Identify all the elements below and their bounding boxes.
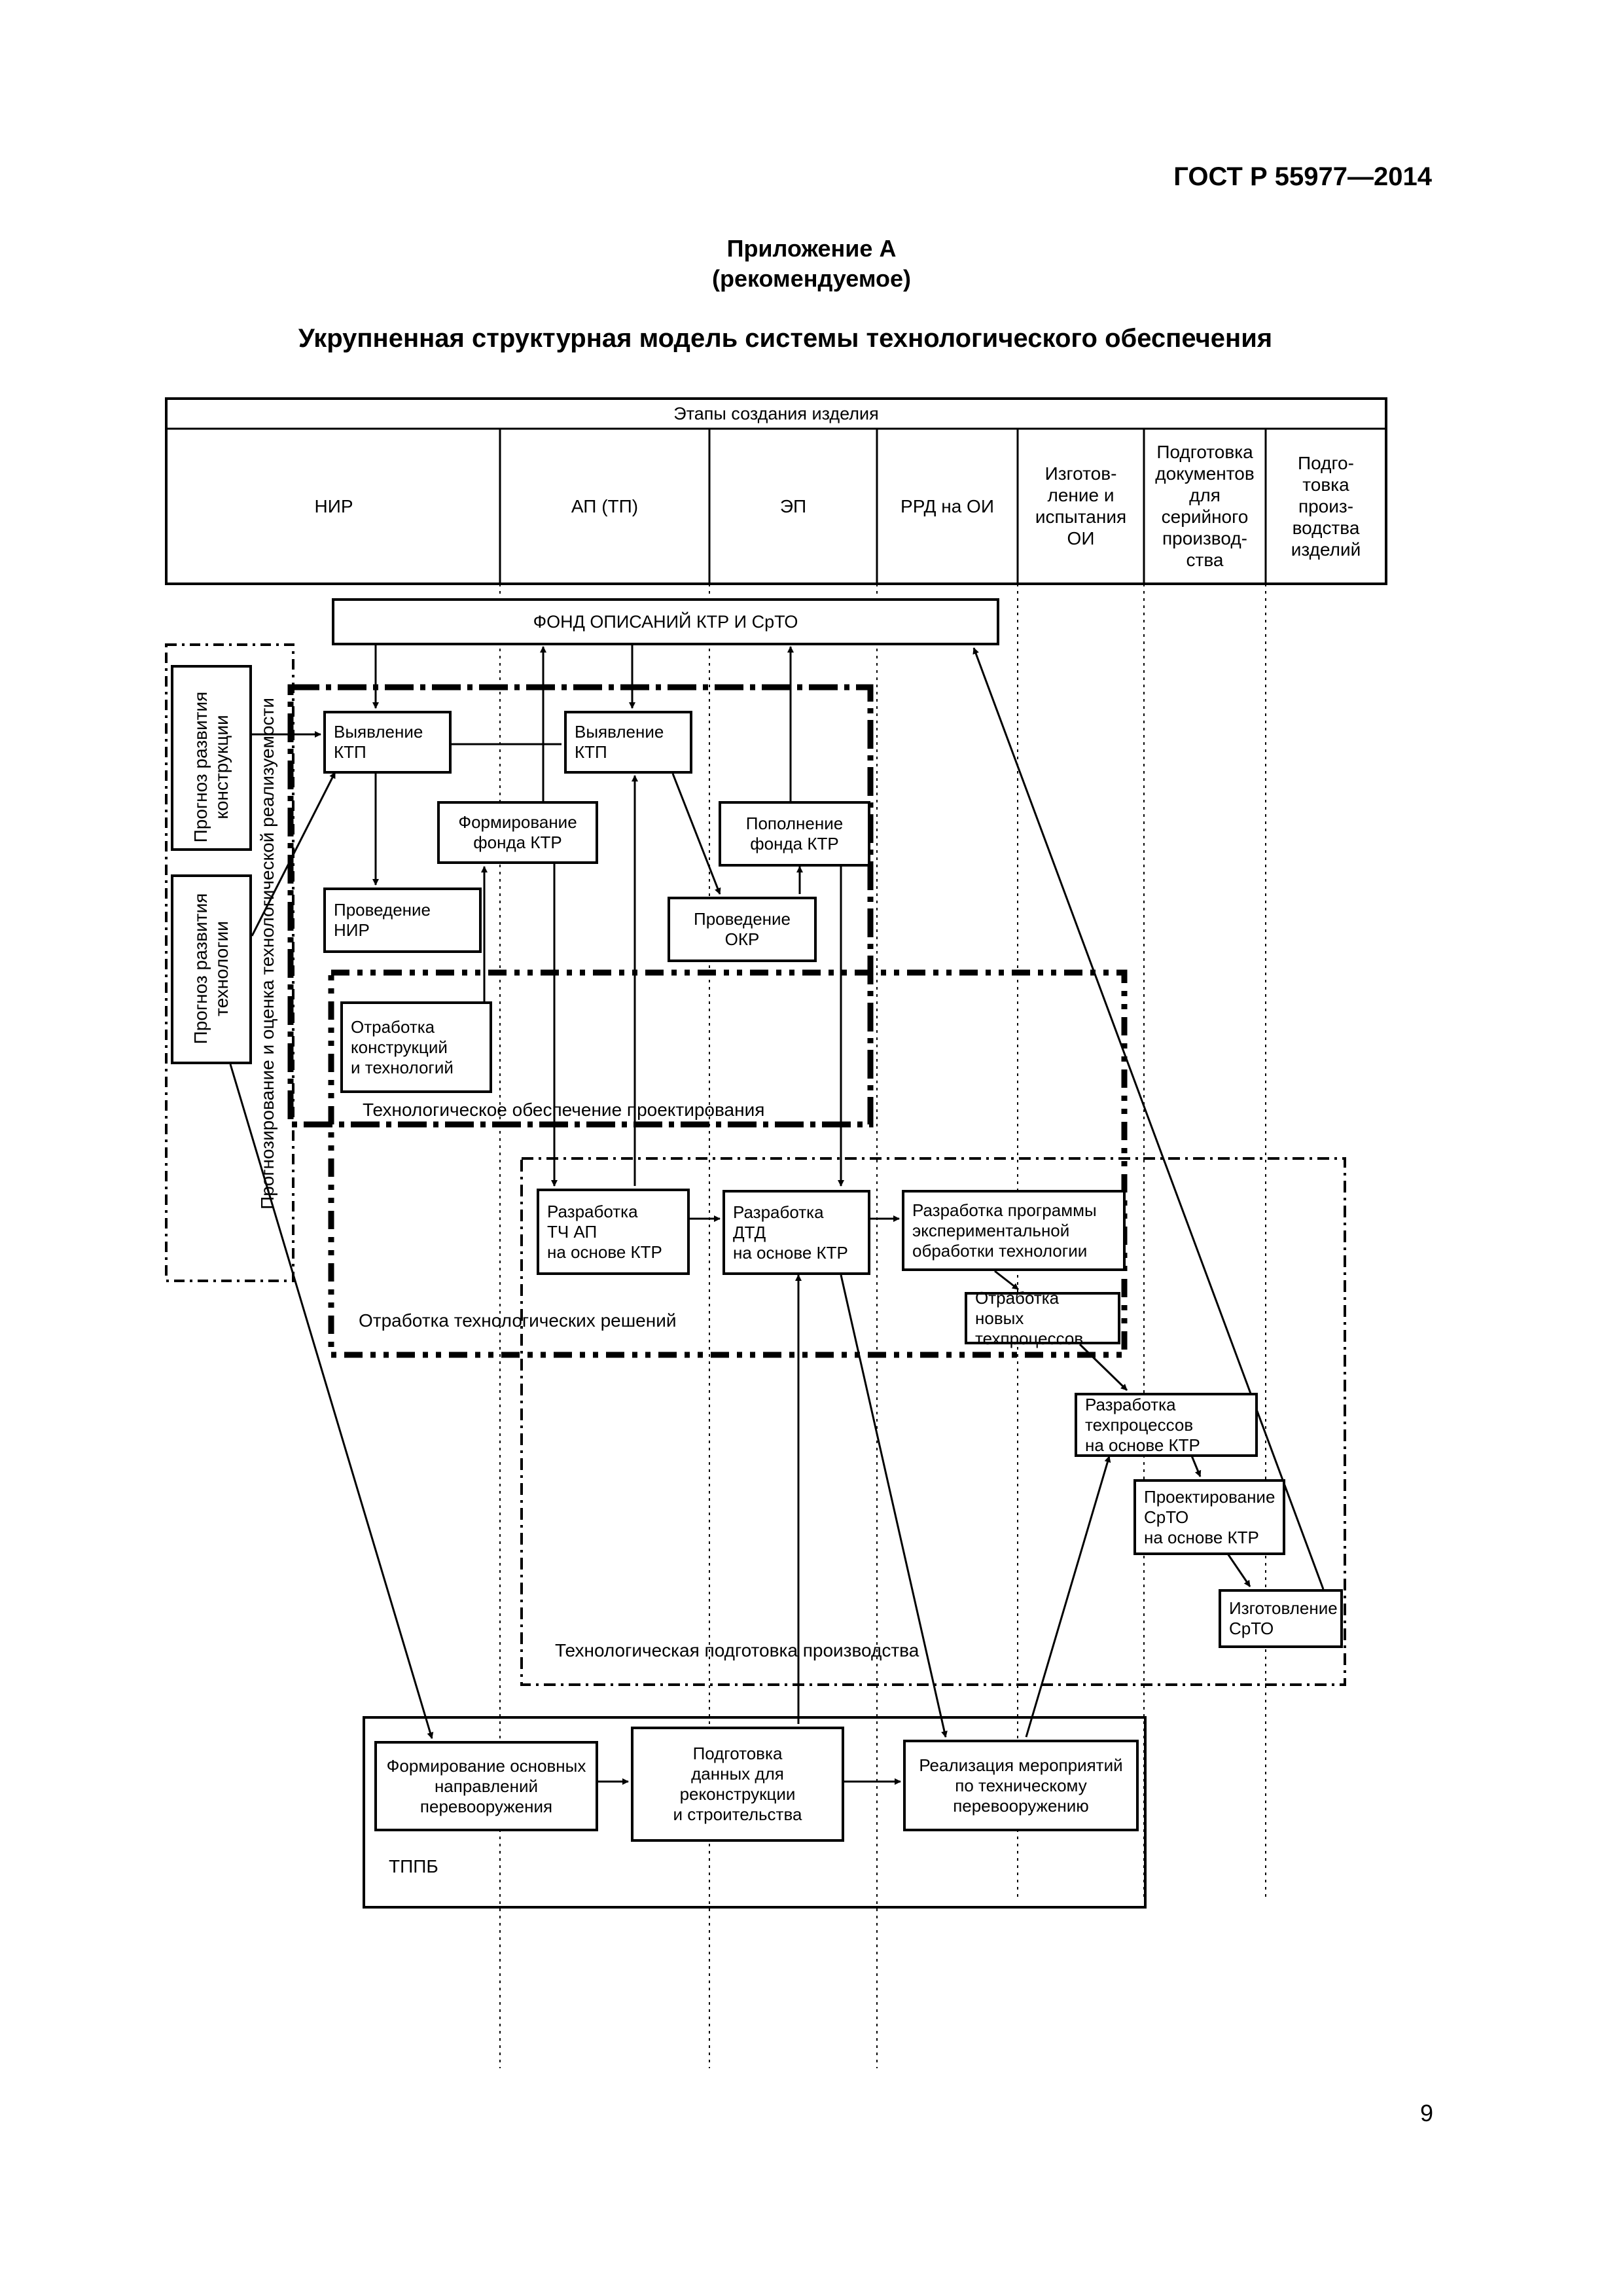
razr-prog-box: Разработка программы экспериментальной о… bbox=[902, 1190, 1126, 1271]
otrabotka-konstr-box: Отработка конструкций и технологий bbox=[340, 1001, 492, 1093]
page-number: 9 bbox=[1419, 2100, 1433, 2126]
podg-dannyh-box: Подготовка данных для реконструкции и ст… bbox=[631, 1727, 844, 1842]
region-tech-design-border bbox=[287, 684, 874, 1128]
form-napr-box: Формирование основных направлений перево… bbox=[374, 1741, 598, 1831]
proekt-srto-box: Проектирование СрТО на основе КТР bbox=[1133, 1479, 1285, 1555]
stage-nir: НИР bbox=[314, 495, 353, 516]
forecast-design-label: Прогноз развития конструкции bbox=[190, 691, 232, 843]
region-tppb-border bbox=[363, 1716, 1147, 1909]
forecast-design-box bbox=[171, 665, 252, 851]
standard-number: ГОСТ Р 55977—2014 bbox=[1173, 162, 1432, 191]
popoln-fond-box: Пополнение фонда КТР bbox=[719, 801, 870, 867]
realizaciya-box: Реализация мероприятий по техническому п… bbox=[903, 1740, 1139, 1831]
izgot-srto-box: Изготовление СрТО bbox=[1219, 1589, 1343, 1648]
razr-dtd-box: Разработка ДТД на основе КТР bbox=[722, 1190, 870, 1275]
forecast-tech-box bbox=[171, 874, 252, 1064]
region-forecast-border bbox=[165, 643, 294, 1282]
region-tech-prep-border bbox=[520, 1157, 1346, 1686]
page-title: Укрупненная структурная модель системы т… bbox=[298, 324, 1273, 353]
region-tech-design-label: Технологическое обеспечение проектирован… bbox=[363, 1100, 765, 1120]
razr-tch-box: Разработка ТЧ АП на основе КТР bbox=[537, 1189, 690, 1275]
provedenie-nir-box: Проведение НИР bbox=[323, 888, 482, 953]
stage-podgotovka-docs: Подготовка документов для серийного прои… bbox=[1155, 442, 1255, 570]
stage-ap-tp: АП (ТП) bbox=[571, 495, 639, 516]
fond-box: ФОНД ОПИСАНИЙ КТР И СрТО bbox=[332, 598, 999, 645]
stage-izgotovlenie: Изготов- ление и испытания ОИ bbox=[1035, 463, 1127, 548]
stage-podgotovka-proizv: Подго- товка произ- водства изделий bbox=[1291, 452, 1361, 560]
region-tech-solutions-border bbox=[328, 969, 1128, 1358]
region-tech-prep-label: Технологическая подготовка производства bbox=[555, 1640, 919, 1660]
region-tppb-label: ТППБ bbox=[389, 1856, 438, 1876]
stages-title: Этапы создания изделия bbox=[673, 403, 879, 423]
vyyav1-box: Выявление КТП bbox=[323, 711, 452, 774]
stage-table bbox=[165, 397, 1387, 585]
appendix-title: Приложение А bbox=[726, 235, 897, 262]
provedenie-okr-box: Проведение ОКР bbox=[668, 897, 817, 962]
appendix-status: (рекомендуемое) bbox=[712, 265, 911, 292]
stage-ep: ЭП bbox=[779, 495, 807, 516]
otrab-novyh-box: Отработка новых техпроцессов bbox=[965, 1288, 1120, 1348]
razr-tehproc-box: Разработка техпроцессов на основе КТР bbox=[1075, 1393, 1258, 1457]
form-fond-box: Формирование фонда КТР bbox=[437, 801, 598, 864]
forecast-tech-label: Прогноз развития технологии bbox=[190, 893, 232, 1045]
stage-rrd: РРД на ОИ bbox=[901, 495, 994, 516]
region-tech-solutions-label: Отработка технологических решений bbox=[359, 1310, 677, 1331]
region-forecast-label: Прогнозирование и оценка технологической… bbox=[257, 698, 277, 1210]
vyyav2-box: Выявление КТП bbox=[564, 711, 692, 774]
